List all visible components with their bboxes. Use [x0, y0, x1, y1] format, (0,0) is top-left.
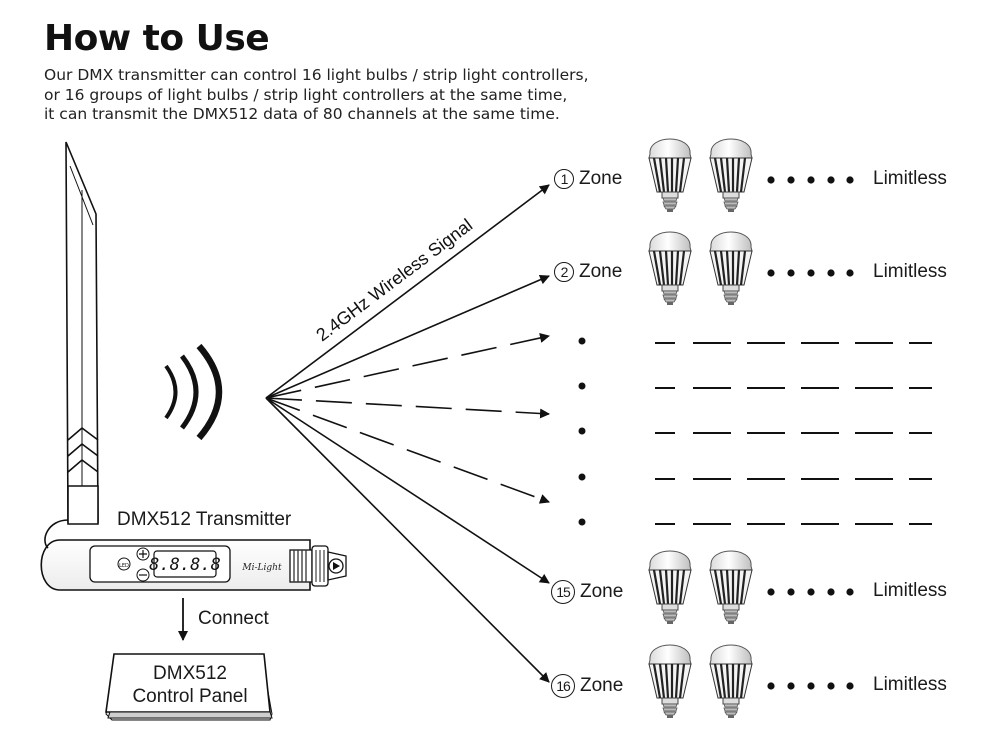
zone-number: 1 — [554, 169, 574, 189]
bulb-icon — [647, 230, 693, 307]
brand-label: Mi-Light — [241, 563, 282, 573]
page-title: How to Use — [44, 18, 270, 59]
zone-2-bulbs — [647, 230, 754, 307]
description: Our DMX transmitter can control 16 light… — [44, 66, 589, 125]
zone-text: Zone — [580, 675, 624, 696]
zone-number: 15 — [551, 580, 575, 604]
connect-label: Connect — [198, 608, 269, 629]
zone-1-limit: Limitless — [873, 168, 947, 189]
description-line: or 16 groups of light bulbs / strip ligh… — [44, 85, 568, 104]
zone-2-label: 2 Zone — [554, 261, 622, 283]
zone-1-label: 1 Zone — [554, 168, 622, 190]
antenna — [65, 141, 99, 525]
wireless-waves-icon — [164, 343, 223, 441]
transmitter-label: DMX512 Transmitter — [117, 509, 292, 530]
zone-number: 2 — [554, 262, 574, 282]
zone-text: Zone — [579, 168, 623, 189]
bulb-icon — [708, 230, 754, 307]
zone-number: 16 — [551, 674, 575, 698]
zone-16-limit: Limitless — [873, 674, 947, 695]
control-panel-line1: DMX512 — [153, 663, 227, 684]
zone-16-label: 16 Zone — [551, 674, 623, 698]
bulb-icon — [708, 643, 754, 720]
bulb-icon — [708, 137, 754, 214]
bulb-icon — [647, 549, 693, 626]
omitted-zones — [578, 337, 932, 526]
zone-text: Zone — [580, 581, 624, 602]
signal-lines — [265, 184, 550, 683]
signal-label: 2.4GHz Wireless Signal — [312, 215, 476, 345]
zone-text: Zone — [579, 261, 623, 282]
zone-2-limit: Limitless — [873, 261, 947, 282]
bulb-icon — [647, 137, 693, 214]
control-panel-line2: Control Panel — [132, 686, 248, 707]
control-panel-label: DMX512 Control Panel — [110, 662, 270, 708]
zone-15-label: 15 Zone — [551, 580, 623, 604]
segment-display — [153, 550, 217, 578]
led-label: LED — [119, 563, 129, 569]
description-line: Our DMX transmitter can control 16 light… — [44, 66, 589, 84]
description-line: it can transmit the DMX512 data of 80 ch… — [44, 105, 560, 123]
zone-15-bulbs — [647, 549, 754, 626]
bulb-icon — [708, 549, 754, 626]
bulb-icon — [647, 643, 693, 720]
control-panel-box — [105, 653, 273, 721]
zone-16-bulbs — [647, 643, 754, 720]
zone-1-bulbs — [647, 137, 754, 214]
ellipsis-dots — [767, 176, 854, 690]
display-digits: 8.8.8.8 — [149, 555, 221, 575]
dmx512-transmitter: 8.8.8.8 LED Mi-Light — [40, 519, 347, 591]
zone-15-limit: Limitless — [873, 580, 947, 601]
